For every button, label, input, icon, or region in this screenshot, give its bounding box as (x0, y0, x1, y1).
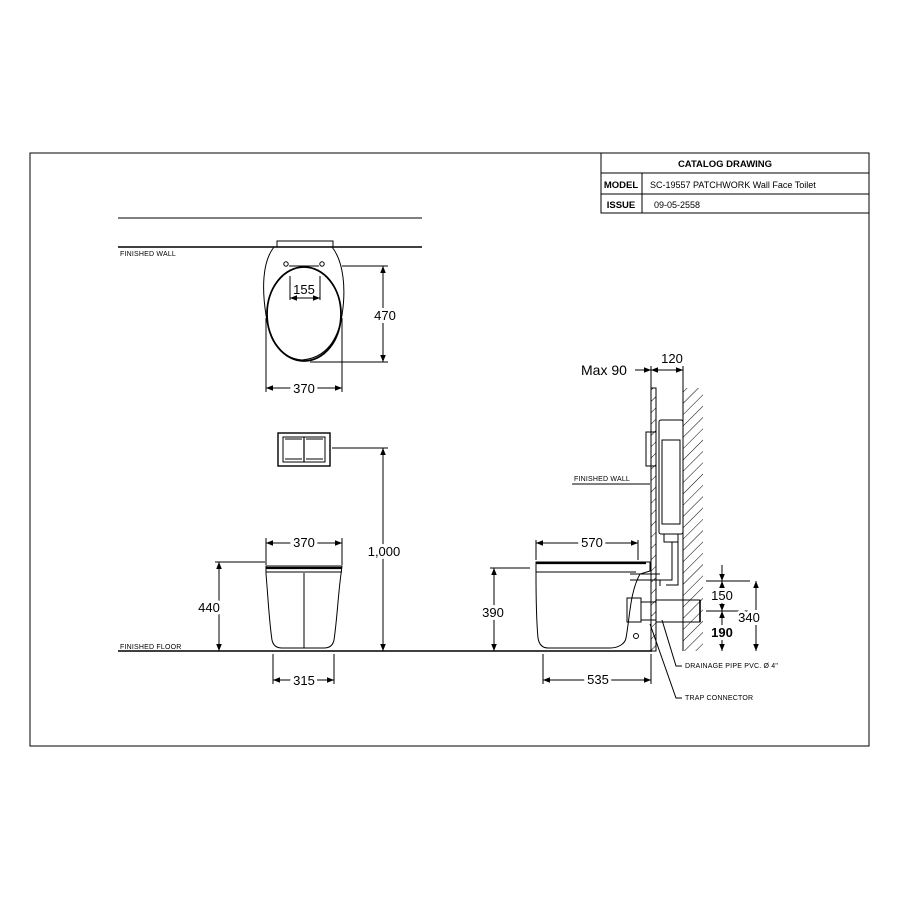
issue-label: ISSUE (607, 200, 636, 211)
dim-side-570: 570 (581, 535, 603, 550)
dim-front-370: 370 (293, 535, 315, 550)
label-finished-wall-top: FINISHED WALL (120, 251, 176, 258)
dim-side-150: 150 (711, 588, 733, 603)
model-value: SC-19557 PATCHWORK Wall Face Toilet (650, 180, 816, 190)
dim-top-370: 370 (293, 381, 315, 396)
dim-side-535: 535 (587, 672, 609, 687)
dim-side-340: 340 (738, 610, 760, 625)
side-view (490, 366, 759, 699)
dim-top-470: 470 (374, 308, 396, 323)
label-finished-wall-side: FINISHED WALL (574, 476, 630, 483)
dim-side-max90: Max 90 (581, 362, 627, 378)
dim-side-190: 190 (711, 625, 733, 640)
model-label: MODEL (604, 180, 639, 191)
front-view (118, 432, 652, 684)
dim-top-155: 155 (293, 282, 315, 297)
dim-front-440: 440 (198, 600, 220, 615)
top-view (118, 217, 422, 392)
title-heading: CATALOG DRAWING (678, 159, 772, 170)
label-finished-floor: FINISHED FLOOR (120, 644, 182, 651)
label-trap-connector: TRAP CONNECTOR (685, 695, 753, 702)
issue-value: 09-05-2558 (654, 200, 700, 210)
title-block: CATALOG DRAWING MODEL SC-19557 PATCHWORK… (600, 152, 870, 214)
dim-front-315: 315 (293, 673, 315, 688)
dim-side-120: 120 (661, 351, 683, 366)
dim-side-390: 390 (482, 605, 504, 620)
label-drainage-pipe: DRAINAGE PIPE PVC. Ø 4" (685, 663, 778, 670)
dim-front-1000: 1,000 (368, 544, 401, 559)
sheet-border (29, 152, 870, 747)
